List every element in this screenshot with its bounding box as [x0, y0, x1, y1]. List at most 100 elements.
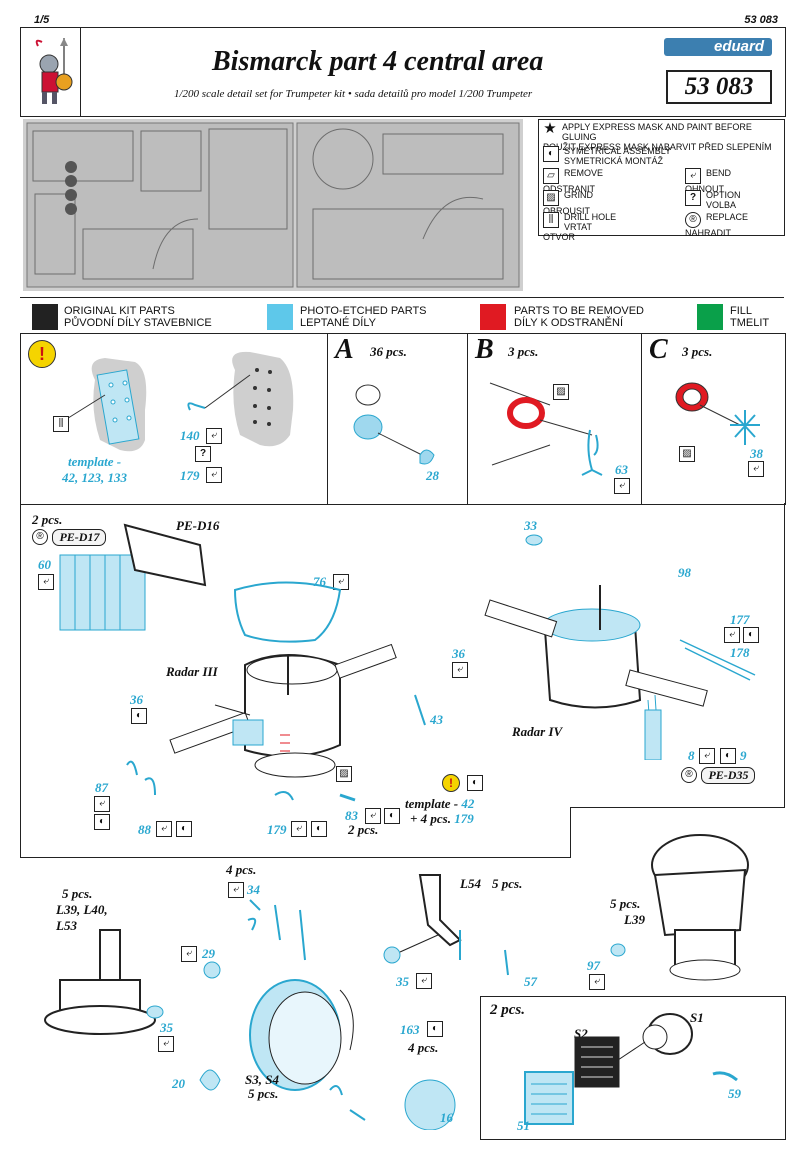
step-c-drawing	[660, 375, 780, 470]
legend-original: ORIGINAL KIT PARTS PŮVODNÍ DÍLY STAVEBNI…	[64, 305, 212, 329]
radar3-part-83: 83	[345, 808, 358, 823]
bend-icon: ⤶	[181, 946, 197, 962]
bottom-mid-drawing	[190, 880, 460, 1131]
divider-b	[467, 333, 468, 504]
divider-a	[327, 333, 328, 504]
radar3-part-87: 87	[95, 780, 108, 795]
legend-remove-cz: ODSTRANIT	[543, 184, 596, 194]
legend-row-mask: ★ APPLY EXPRESS MASK AND PAINT BEFORE GL…	[543, 120, 781, 152]
bottom-part-97: 97	[587, 958, 600, 973]
legend-bend-en: BEND	[706, 168, 732, 178]
bend-icon: ⤶	[365, 808, 381, 824]
legend-fill: FILL TMELIT	[730, 305, 769, 329]
bottom-l-names2: L53	[56, 918, 77, 933]
s-parts-box	[480, 996, 786, 1140]
radar3-part-43: 43	[430, 712, 443, 727]
remove-icon: ▱	[543, 168, 559, 184]
bend-icon: ⤶	[228, 882, 244, 898]
bottom-right-drawing	[600, 830, 760, 990]
bend-icon: ⤶	[156, 821, 172, 837]
bottom-left-drawing	[40, 920, 180, 1040]
legend-remove-cz2: DÍLY K ODSTRANĚNÍ	[514, 317, 624, 329]
template-parts: 42, 123, 133	[62, 470, 127, 485]
legend-option-en: OPTION	[706, 190, 741, 200]
bottom-part-51: 51	[517, 1118, 530, 1133]
grind-icon: ▨	[553, 384, 569, 400]
divider-c	[641, 333, 642, 504]
bottom-part-29: 29	[202, 946, 215, 961]
replace-icon: ®	[32, 528, 48, 545]
bottom-l39q: 5 pcs.	[610, 896, 641, 911]
option-icon: ?	[195, 446, 211, 462]
radar3-template-42: 42	[461, 796, 475, 811]
legend-row-drill: ⫼ DRILL HOLE VRTAT OTVOR	[543, 212, 616, 242]
radar3-part-88: 88	[138, 822, 151, 837]
color-legend-divider	[20, 297, 784, 298]
grind-icon: ▨	[543, 190, 559, 206]
bend-icon: ⤶	[291, 821, 307, 837]
page-number: 1/5	[34, 14, 50, 26]
template-label: template -	[68, 454, 121, 470]
grind-icon: ▨	[336, 766, 352, 782]
radar4-part-178: 178	[730, 645, 750, 660]
bottom-part-34: 34	[247, 882, 260, 897]
legend-drill-en: DRILL HOLE	[564, 212, 617, 222]
radar3-qty: 2 pcs.	[32, 512, 63, 527]
bottom-part-16: 16	[440, 1110, 453, 1125]
radar3-2pcs: 2 pcs.	[348, 822, 379, 837]
grind-icon: ▨	[679, 446, 695, 462]
step-c-count: 3 pcs.	[682, 344, 713, 359]
legend-photo-etched: PHOTO-ETCHED PARTS LEPTANÉ DÍLY	[300, 305, 427, 329]
radar4-part-8: 8	[688, 748, 695, 763]
radar3-template-text: template -	[405, 796, 459, 811]
instruction-legend: ★ APPLY EXPRESS MASK AND PAINT BEFORE GL…	[538, 119, 785, 242]
legend-option-cz: VOLBA	[706, 200, 737, 210]
swatch-remove	[480, 304, 506, 330]
symmetry-icon: ◐	[311, 821, 327, 837]
legend-mask-cz: POUŽIT EXPRESS MASK NABARVIT PŘED SLEPEN…	[543, 142, 772, 152]
legend-row-remove: ▱ REMOVE ODSTRANIT	[543, 168, 603, 194]
swatch-fill	[697, 304, 723, 330]
pe-d16-label: PE-D16	[176, 518, 220, 533]
bottom-two: 2 pcs.	[490, 1002, 525, 1018]
part-140: 140	[180, 428, 200, 443]
step-a-drawing	[340, 375, 460, 485]
radar3-part-179: 179	[267, 822, 287, 837]
page-subtitle: 1/200 scale detail set for Trumpeter kit…	[174, 88, 533, 100]
symmetry-icon: ◐	[94, 814, 110, 830]
replace-pe-d35: ® PE-D35	[681, 766, 756, 784]
radar-section-right-border	[784, 503, 785, 807]
replace-icon: ®	[681, 766, 697, 783]
legend-grind-cz: OBROUSIT	[543, 206, 591, 216]
photo-etched-fret-image	[23, 119, 523, 291]
bottom-part-35b: 35	[396, 974, 409, 989]
star-icon: ★	[543, 120, 557, 137]
warning-icon-small: !	[442, 774, 460, 792]
template-text: template -	[68, 454, 122, 469]
bend-icon: ⤶	[685, 168, 701, 184]
s-parts-drawing	[515, 1012, 775, 1132]
option-icon: ?	[685, 190, 701, 206]
radar3-plus-text: + 4 pcs.	[410, 811, 451, 826]
bottom-s34q: 5 pcs.	[248, 1086, 279, 1101]
step-a-letter: A	[335, 334, 354, 365]
radar3-plus: + 4 pcs. 179	[410, 811, 474, 827]
set-code-box: 53 083	[666, 70, 772, 104]
bend-icon: ⤶	[699, 748, 715, 764]
legend-replace-en: REPLACE	[706, 212, 749, 222]
legend-drill-cz: VRTAT OTVOR	[543, 222, 592, 242]
bend-icon: ⤶	[206, 428, 222, 444]
legend-grind-en: GRIND	[564, 190, 593, 200]
bend-icon: ⤶	[206, 467, 222, 483]
radar-section-step2	[570, 807, 571, 857]
step-a-part-28: 28	[426, 468, 439, 483]
page-title: Bismarck part 4 central area	[212, 46, 544, 77]
set-code-top: 53 083	[744, 14, 778, 26]
radar4-part-33: 33	[524, 518, 537, 533]
legend-row-grind: ▨ GRIND OBROUSIT	[543, 190, 593, 216]
symmetry-icon: ◐	[131, 708, 147, 724]
radar4-drawing	[470, 530, 770, 771]
radar4-part-98: 98	[678, 565, 691, 580]
bottom-four2: 4 pcs.	[408, 1040, 439, 1055]
radar-section-bottom	[20, 857, 571, 858]
